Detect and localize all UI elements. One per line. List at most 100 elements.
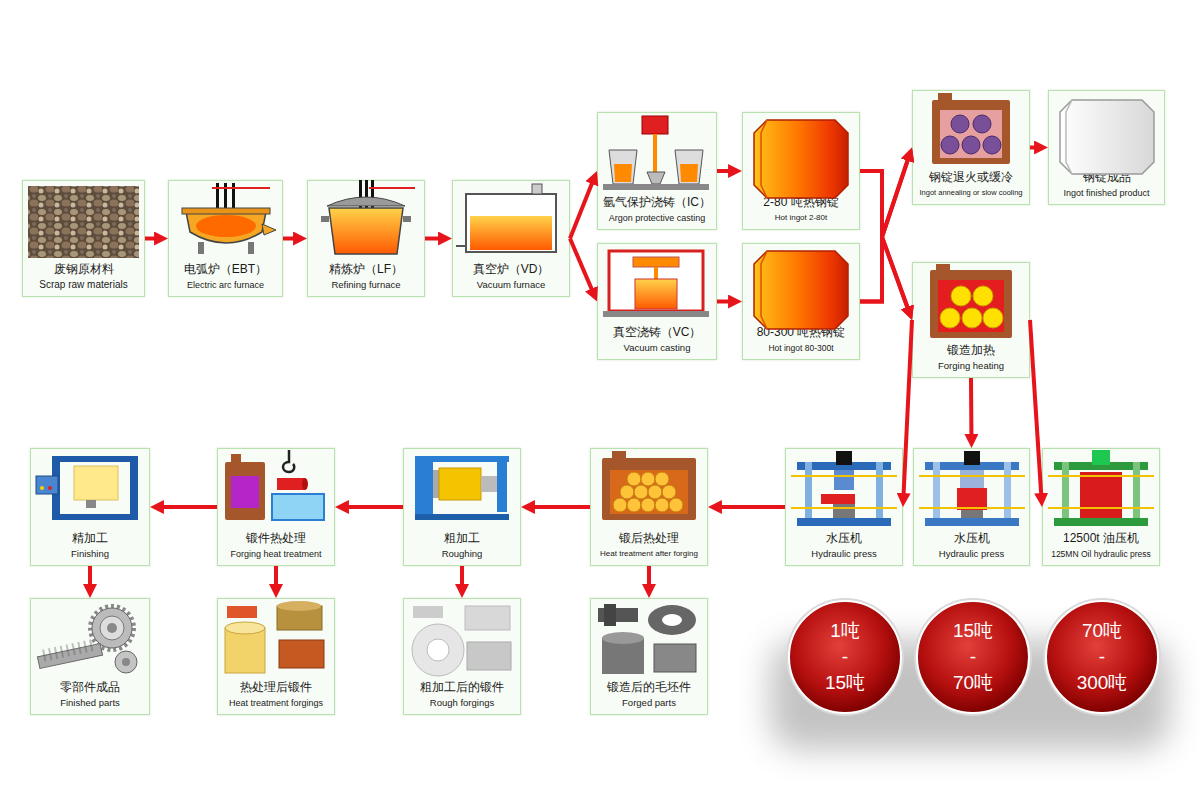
post-forging-furnace-icon <box>627 472 641 486</box>
heat-treated-forgings-icon <box>225 601 324 673</box>
oil-press-icon <box>1092 450 1110 465</box>
flow-arrow <box>1030 320 1042 502</box>
rough-forgings-icon <box>413 606 443 618</box>
box-caption: 氩气保护浇铸（IC）Argon protective casting <box>600 195 714 224</box>
chinese-label: 氩气保护浇铸（IC） <box>600 195 714 210</box>
circle-outline <box>789 601 901 713</box>
forging-heating-icon <box>940 308 960 328</box>
finishing-machine-icon <box>52 514 138 520</box>
process-box: 水压机Hydraulic press <box>913 448 1030 566</box>
process-box: 12500t 油压机125MN Oil hydraulic press <box>1042 448 1160 566</box>
process-box: 氩气保护浇铸（IC）Argon protective casting <box>597 112 717 230</box>
chinese-label: 零部件成品 <box>33 680 147 695</box>
argon-casting-icon <box>653 134 657 174</box>
finishing-machine-icon <box>130 456 138 520</box>
annealing-furnace-icon <box>932 100 1010 164</box>
english-label: Finishing <box>33 548 147 560</box>
box-caption: 电弧炉（EBT）Electric arc furnace <box>171 262 280 291</box>
heat-treated-forgings-icon <box>225 622 265 634</box>
oil-press-icon <box>1048 450 1154 526</box>
post-forging-furnace-icon <box>613 498 627 512</box>
finishing-machine-icon <box>86 500 96 508</box>
flow-arrow <box>860 152 910 237</box>
tonnage-circle: 70吨 - 300吨 <box>1042 597 1162 717</box>
vacuum-furnace-icon <box>456 245 466 247</box>
vacuum-casting-icon <box>654 267 658 279</box>
refining-furnace-icon <box>321 216 329 222</box>
hydraulic-press-icon <box>791 507 897 509</box>
annealing-furnace-icon <box>983 136 1001 154</box>
finished-parts-icon <box>37 643 102 668</box>
post-forging-furnace-icon <box>602 458 696 520</box>
flow-arrow <box>88 566 92 593</box>
hydraulic-press-icon <box>964 451 980 465</box>
hydraulic-press-icon <box>957 488 987 510</box>
scrap-pile-icon <box>28 186 139 258</box>
chinese-label: 真空炉（VD） <box>455 262 567 277</box>
process-box: 零部件成品 Finished parts <box>30 598 150 715</box>
box-caption: 精炼炉（LF）Refining furnace <box>310 262 422 291</box>
forging-heat-treatment-icon <box>231 476 259 508</box>
arc-furnace-icon <box>198 242 204 254</box>
english-label: Hydraulic press <box>788 548 900 560</box>
chinese-label: 精加工 <box>33 531 147 546</box>
process-box: 锻件热处理Forging heat treatment <box>217 448 335 566</box>
box-caption: 钢锭成品Ingot finished product <box>1051 170 1162 199</box>
box-caption: 真空浇铸（VC）Vacuum casting <box>600 325 714 354</box>
hydraulic-press-icon <box>797 518 891 526</box>
hot-ingot-icon <box>754 120 848 198</box>
box-caption: 粗加工后的锻件Rough forgings <box>406 680 518 709</box>
vacuum-furnace-icon <box>470 216 552 250</box>
post-forging-furnace-icon <box>641 498 655 512</box>
roughing-lathe-icon <box>481 476 497 492</box>
box-caption: 锻造加热Forging heating <box>915 343 1027 372</box>
process-box: 钢锭成品Ingot finished product <box>1048 90 1165 205</box>
box-caption: 真空炉（VD）Vacuum furnace <box>455 262 567 291</box>
hydraulic-press-icon <box>960 470 984 488</box>
scrap-pile-icon <box>28 186 139 258</box>
oil-press-icon <box>1062 462 1069 526</box>
refining-furnace-icon <box>371 180 374 228</box>
chinese-label: 粗加工后的锻件 <box>406 680 518 695</box>
argon-casting-icon <box>603 184 709 190</box>
post-forging-furnace-icon <box>648 485 662 499</box>
arc-furnace-icon <box>196 215 256 237</box>
box-caption: 粗加工Roughing <box>406 531 518 560</box>
hydraulic-press-icon <box>876 462 883 526</box>
roughing-lathe-icon <box>415 514 509 520</box>
heat-treated-forgings-icon <box>277 601 321 611</box>
english-label: Refining furnace <box>310 279 422 291</box>
annealing-furnace-icon <box>973 115 991 133</box>
finished-parts-icon <box>92 608 132 648</box>
flow-arrow <box>283 237 302 241</box>
finished-ingot-icon <box>1066 100 1072 174</box>
tonnage-label: 70吨 - 300吨 <box>1071 618 1133 696</box>
chinese-label: 锻件热处理 <box>220 531 332 546</box>
circle-text: 70吨 - 300吨 <box>1071 618 1133 696</box>
refining-furnace-icon <box>359 180 362 228</box>
forging-heating-icon <box>973 286 993 306</box>
english-label: Hot ingot 80-300t <box>745 342 857 354</box>
oil-press-icon <box>1054 462 1148 470</box>
refining-furnace-icon <box>369 187 415 189</box>
hydraulic-press-icon <box>919 475 1025 477</box>
english-label: Finished parts <box>33 697 147 709</box>
oil-press-icon <box>1080 472 1122 518</box>
finishing-machine-icon <box>36 476 58 494</box>
box-caption: 废钢原材料Scrap raw materials <box>25 262 142 291</box>
annealing-furnace-icon <box>941 136 959 154</box>
hot-ingot-icon <box>761 251 767 329</box>
post-forging-furnace-icon <box>634 485 648 499</box>
process-box: 粗加工Roughing <box>403 448 521 566</box>
chinese-label: 12500t 油压机 <box>1045 531 1157 546</box>
forged-parts-icon <box>598 608 638 622</box>
hydraulic-press-icon <box>791 451 897 526</box>
chinese-label: 锻后热处理 <box>593 531 705 546</box>
circle-outline <box>914 598 1032 716</box>
vacuum-casting-icon <box>603 251 709 317</box>
argon-casting-icon <box>614 164 632 182</box>
arc-furnace-icon <box>262 224 276 235</box>
finishing-machine-icon <box>48 486 52 490</box>
finishing-machine-icon <box>52 456 138 462</box>
hot-ingot-icon <box>754 251 848 329</box>
